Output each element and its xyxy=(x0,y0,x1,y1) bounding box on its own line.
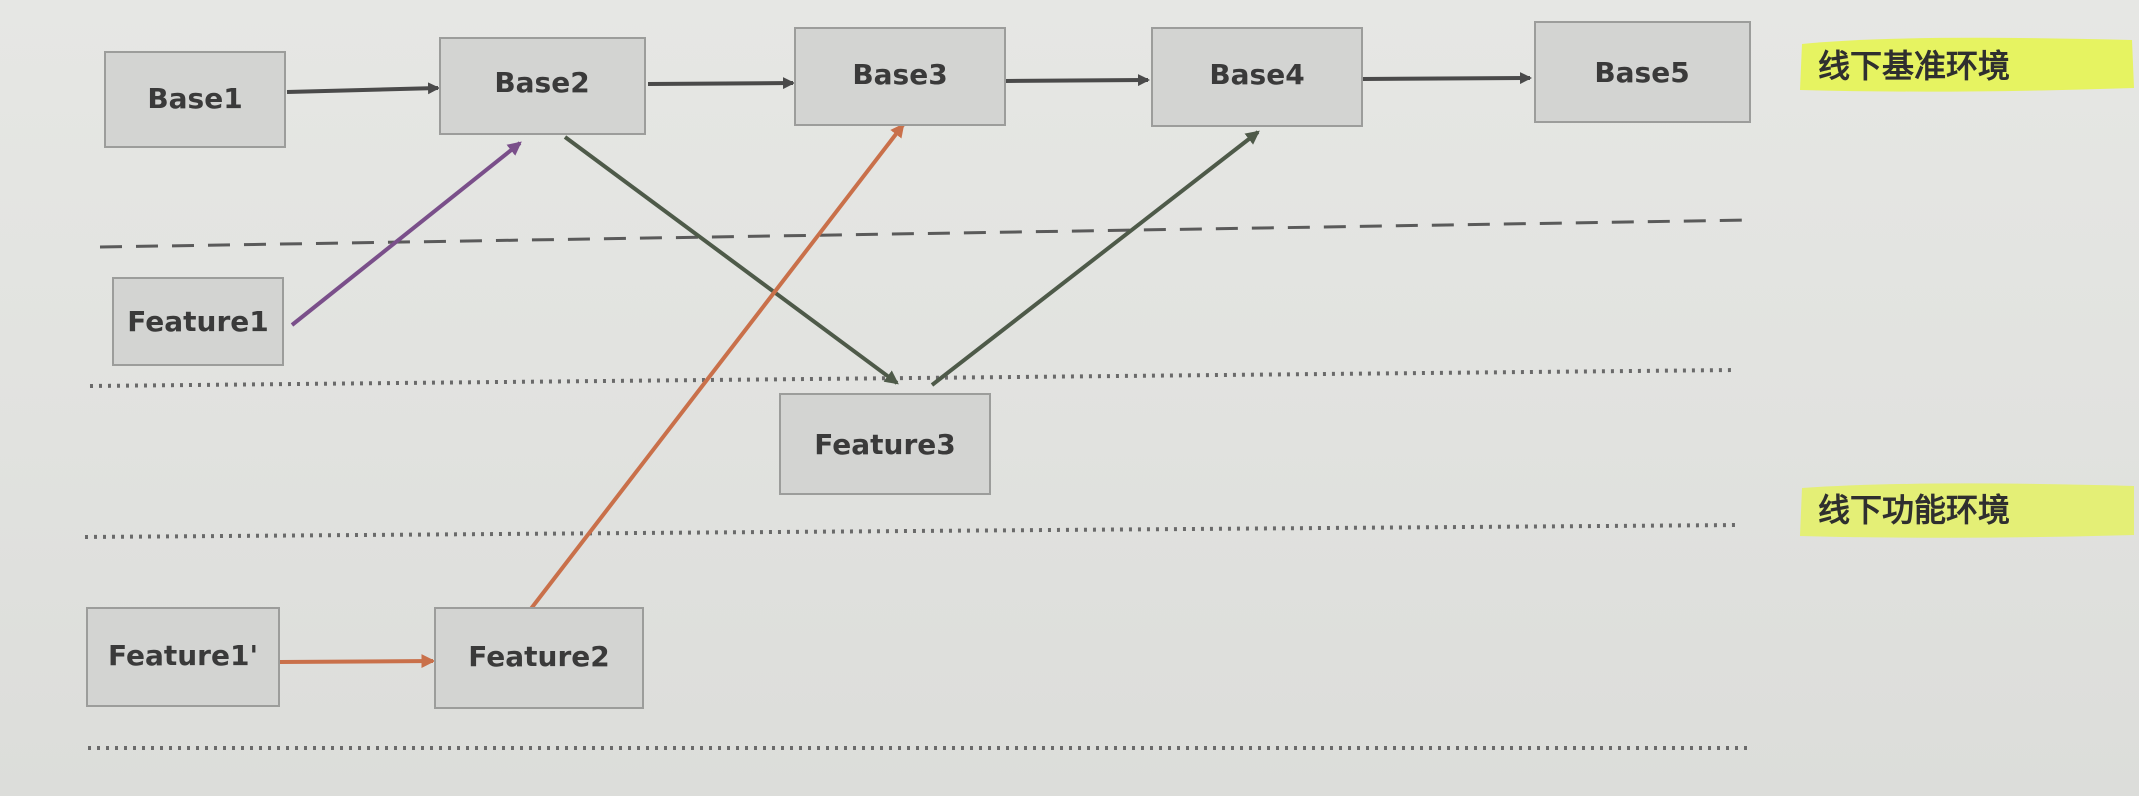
env-label-base-text: 线下基准环境 xyxy=(1818,47,2010,85)
arrow-base2-feature3 xyxy=(563,135,899,385)
arrow-feature2-base3 xyxy=(528,123,905,612)
node-feature2-label: Feature2 xyxy=(468,640,609,673)
node-base1-label: Base1 xyxy=(147,82,242,115)
node-base5-label: Base5 xyxy=(1594,56,1689,89)
node-base4-label: Base4 xyxy=(1209,58,1304,91)
arrow-feature3-base4 xyxy=(930,130,1260,387)
arrow-base3-base4 xyxy=(1004,74,1150,87)
node-base1: Base1 xyxy=(104,51,286,148)
node-feature3: Feature3 xyxy=(779,393,991,495)
arrow-base2-base3 xyxy=(647,77,795,90)
env-label-feature-text: 线下功能环境 xyxy=(1818,491,2010,529)
node-base2-label: Base2 xyxy=(494,66,589,99)
node-feature1p: Feature1' xyxy=(86,607,280,707)
node-feature2: Feature2 xyxy=(434,607,644,709)
node-feature3-label: Feature3 xyxy=(814,428,955,461)
node-base5: Base5 xyxy=(1534,21,1751,123)
node-base2: Base2 xyxy=(439,37,646,135)
node-base3-label: Base3 xyxy=(852,58,947,91)
divider-dashed xyxy=(99,218,1751,249)
divider-dotted-2 xyxy=(84,523,1741,539)
env-label-feature: 线下功能环境 xyxy=(1800,483,2134,538)
node-feature1: Feature1 xyxy=(112,277,284,366)
arrow-base4-base5 xyxy=(1361,72,1532,85)
node-feature1p-label: Feature1' xyxy=(108,639,258,672)
node-feature1-label: Feature1 xyxy=(127,305,268,338)
node-base3: Base3 xyxy=(794,27,1006,126)
arrow-feature1-base2 xyxy=(290,141,522,327)
env-label-base: 线下基准环境 xyxy=(1800,37,2134,92)
node-base4: Base4 xyxy=(1151,27,1363,127)
arrow-feature1p-feature2 xyxy=(279,654,436,669)
divider-dotted-1 xyxy=(89,368,1736,388)
arrow-base1-base2 xyxy=(286,82,440,95)
